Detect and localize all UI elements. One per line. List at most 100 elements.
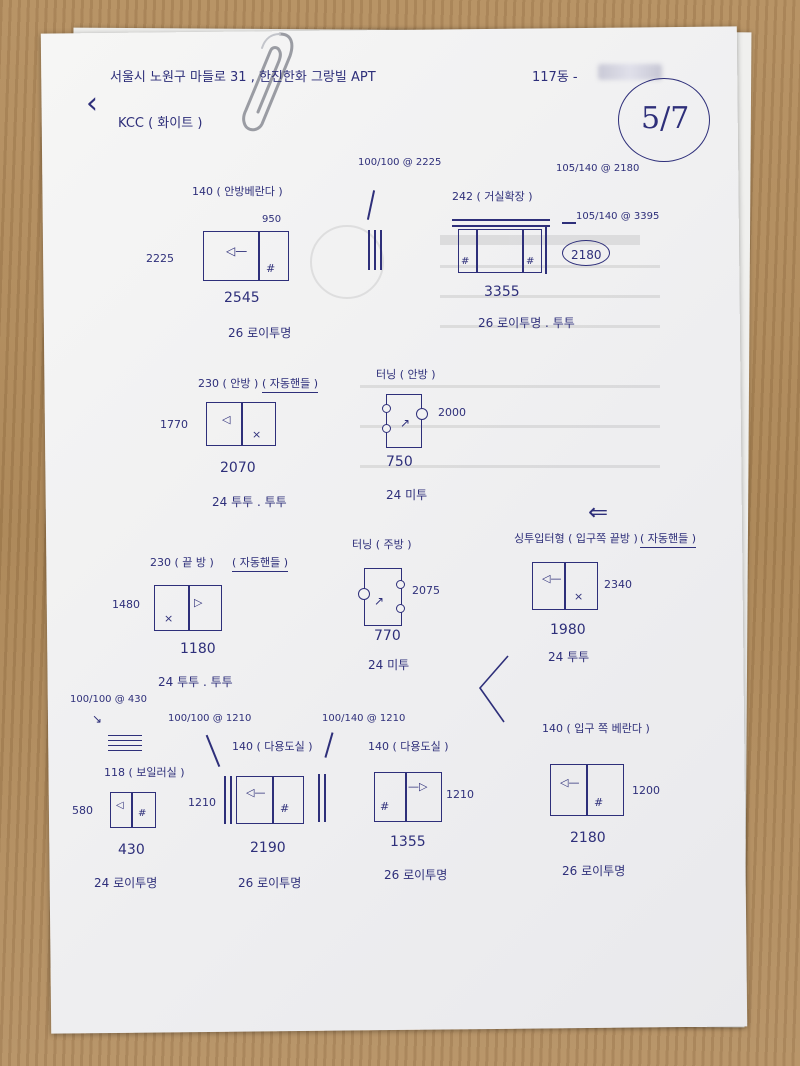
glass-spec-label: 24 투투 . 투투 xyxy=(158,675,233,689)
window-width-label: 1980 xyxy=(550,622,586,638)
window-divider xyxy=(188,585,190,631)
window-height-label: 2000 xyxy=(438,406,466,419)
frame-note: 100/100 @ 430 xyxy=(70,694,147,705)
frame-note: 105/140 @ 2180 xyxy=(556,163,640,174)
bleed-through xyxy=(300,215,680,545)
glass-spec-label: 26 로이투명 xyxy=(562,864,626,878)
window-room-label: 140 ( 안방베란다 ) xyxy=(192,185,283,198)
window-height-label: 2340 xyxy=(604,578,632,591)
side-bar xyxy=(224,776,226,824)
window-divider xyxy=(564,562,566,610)
hinge-icon xyxy=(382,404,391,413)
glass-spec-label: 26 로이투명 xyxy=(238,876,302,890)
glass-spec-label: 24 로이투명 xyxy=(94,876,158,890)
top-rail xyxy=(452,219,550,221)
slide-arrow-icon: —▷ xyxy=(408,780,428,793)
back-chevron-icon: ‹ xyxy=(86,86,98,121)
window-room-label: 터닝 ( 주방 ) xyxy=(352,538,412,551)
window-frame[interactable] xyxy=(236,776,304,824)
fixed-bar xyxy=(374,230,376,270)
window-divider xyxy=(258,231,260,281)
hash-mark-icon: # xyxy=(461,256,470,267)
fixed-bar xyxy=(368,230,370,270)
window-width-label: 2070 xyxy=(220,460,256,476)
slide-arrow-icon: ◁ xyxy=(222,413,231,426)
hinge-icon xyxy=(382,424,391,433)
hinge-icon xyxy=(396,580,405,589)
window-divider xyxy=(272,776,274,824)
window-width-label: 2190 xyxy=(250,840,286,856)
hash-mark-icon: # xyxy=(380,800,390,813)
hinge-icon xyxy=(396,604,405,613)
hash-mark-icon: # xyxy=(266,262,276,275)
tilt-arrow-icon: ↗ xyxy=(400,416,411,430)
double-arrow-icon: ⇐ xyxy=(588,498,609,526)
window-room-label: 230 ( 안방 ) xyxy=(198,377,259,390)
window-room-label: 140 ( 다용도실 ) xyxy=(232,740,313,753)
slide-arrow-icon: ▷ xyxy=(194,596,203,609)
address-line: 서울시 노원구 마들로 31 , 한진한화 그랑빌 APT xyxy=(110,70,376,85)
frame-note: 100/100 @ 2225 xyxy=(358,157,442,168)
side-bar xyxy=(324,774,326,822)
handle-icon xyxy=(416,408,428,420)
cross-mark-icon: × xyxy=(574,590,584,603)
redacted-unit xyxy=(598,64,662,80)
window-room-label: 118 ( 보일러실 ) xyxy=(104,766,185,779)
window-height-label: 580 xyxy=(72,804,93,817)
handle-tag: ( 자동핸들 ) xyxy=(640,530,697,548)
window-frame[interactable] xyxy=(203,231,289,281)
handle-tag: ( 자동핸들 ) xyxy=(262,375,319,393)
page-number-badge: 5/7 xyxy=(618,78,710,162)
top-rail xyxy=(452,225,550,227)
glass-spec-label: 26 로이투명 xyxy=(228,326,292,340)
fixed-bar xyxy=(380,230,382,270)
side-bar xyxy=(318,774,320,822)
window-width-label: 770 xyxy=(374,628,401,644)
window-height-label: 1200 xyxy=(632,784,660,797)
window-height-label: 1770 xyxy=(160,418,188,431)
window-dim-label: 950 xyxy=(262,214,282,225)
handle-icon xyxy=(358,588,370,600)
pointer-line xyxy=(562,222,576,224)
tilt-arrow-icon: ↗ xyxy=(374,594,385,608)
paper-clip-icon[interactable] xyxy=(232,28,302,133)
window-height-label: 2075 xyxy=(412,584,440,597)
frame-note: 105/140 @ 3395 xyxy=(576,211,660,222)
hash-mark-icon: # xyxy=(280,802,290,815)
window-height-label: 1210 xyxy=(446,788,474,801)
page-number: 5/7 xyxy=(641,101,690,136)
side-bar xyxy=(545,226,547,274)
glass-spec-label: 24 미투 xyxy=(368,658,410,672)
brand-label: KCC ( 화이트 ) xyxy=(118,116,203,131)
window-frame[interactable] xyxy=(458,229,542,273)
cross-mark-icon: × xyxy=(252,428,262,441)
window-width-label: 3355 xyxy=(484,284,520,300)
window-room-label: 140 ( 입구 쪽 베란다 ) xyxy=(542,722,650,735)
glass-spec-label: 24 투투 xyxy=(548,650,590,664)
window-divider xyxy=(476,229,478,273)
glass-spec-label: 26 로이투명 xyxy=(384,868,448,882)
window-frame[interactable] xyxy=(110,792,156,828)
handle-tag: ( 자동핸들 ) xyxy=(232,554,289,572)
cross-mark-icon: × xyxy=(164,612,174,625)
glass-spec-label: 24 투투 . 투투 xyxy=(212,495,287,509)
unit-label: 117동 - xyxy=(532,70,578,85)
pointer-arrow-icon: ↘ xyxy=(92,712,103,726)
window-divider xyxy=(586,764,588,816)
slide-arrow-icon: ◁— xyxy=(226,244,248,258)
window-room-label: 230 ( 끝 방 ) xyxy=(150,556,214,569)
tilt-turn-frame[interactable] xyxy=(386,394,422,448)
glass-spec-label: 26 로이투명 . 투투 xyxy=(478,316,575,330)
glass-spec-label: 24 미투 xyxy=(386,488,428,502)
frame-note: 100/140 @ 1210 xyxy=(322,713,406,724)
hash-mark-icon: # xyxy=(138,808,147,819)
window-width-label: 1180 xyxy=(180,641,216,657)
window-room-label: 242 ( 거실확장 ) xyxy=(452,190,533,203)
window-frame[interactable] xyxy=(374,772,442,822)
hash-mark-icon: # xyxy=(594,796,604,809)
window-divider xyxy=(405,772,407,822)
window-width-label: 2545 xyxy=(224,290,260,306)
slide-arrow-icon: ◁ xyxy=(116,800,124,811)
window-room-label: 터닝 ( 안방 ) xyxy=(376,368,436,381)
window-width-label: 750 xyxy=(386,454,413,470)
